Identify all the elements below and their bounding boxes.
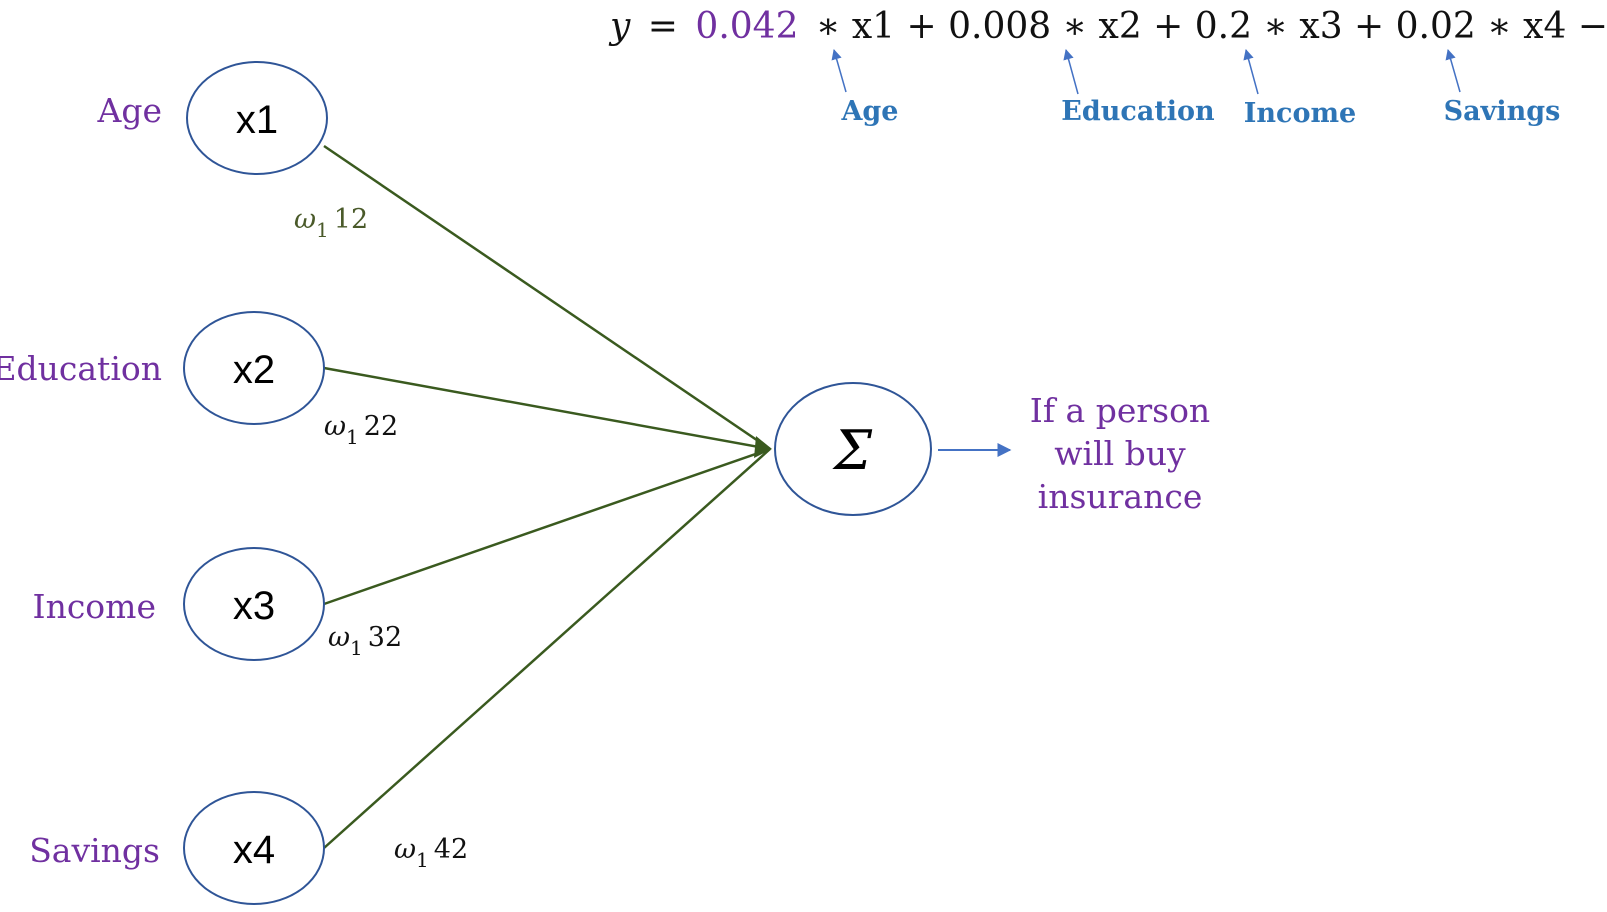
output-label: If a person will buy insurance <box>1030 391 1210 516</box>
equation-rest: ∗ x1 + 0.008 ∗ x2 + 0.2 ∗ x3 + 0.02 ∗ x4… <box>816 6 1607 47</box>
equation-lhs: y <box>608 6 631 47</box>
sigma-symbol: Σ <box>832 419 873 482</box>
equation-annotations: Age Education Income Savings <box>831 48 1561 129</box>
edge-x3 <box>323 447 771 606</box>
annotation-arrow-savings <box>1445 48 1461 93</box>
annotation-education: Education <box>1061 96 1215 127</box>
node-label-x1: x1 <box>236 98 278 142</box>
equation: y = 0.042 ∗ x1 + 0.008 ∗ x2 + 0.2 ∗ x3 +… <box>608 6 1607 47</box>
node-label-x3: x3 <box>233 584 275 628</box>
output-line-1: If a person <box>1030 391 1210 430</box>
edge-x1 <box>323 144 771 451</box>
annotation-arrow-age <box>831 48 847 93</box>
equation-equals: = <box>648 6 678 47</box>
annotation-income: Income <box>1244 98 1356 129</box>
input-node-x3: x3 <box>183 547 325 661</box>
edge-x4 <box>323 448 771 849</box>
node-label-x4: x4 <box>233 828 275 872</box>
annotation-savings: Savings <box>1444 96 1561 127</box>
output-line-3: insurance <box>1038 477 1203 516</box>
input-node-x2: x2 <box>183 311 325 425</box>
edge-x2 <box>323 366 771 451</box>
edge-arrowhead <box>754 436 772 458</box>
feature-label-age: Age <box>97 91 163 130</box>
annotation-arrow-education <box>1063 48 1079 95</box>
node-label-x2: x2 <box>233 348 275 392</box>
feature-label-education: Education <box>0 349 162 388</box>
annotation-arrow-income <box>1243 48 1259 95</box>
input-node-x1: x1 <box>186 61 328 175</box>
feature-label-income: Income <box>33 587 156 626</box>
svg-text:y = 0.042 ∗: y = 0.042 ∗ x1 + 0.008 ∗ x2 + 0.2 ∗ x3 +… <box>608 6 1607 47</box>
annotation-age: Age <box>840 96 898 127</box>
output-line-2: will buy <box>1054 434 1186 473</box>
feature-label-savings: Savings <box>29 831 160 870</box>
edges <box>323 144 772 849</box>
input-node-x4: x4 <box>183 791 325 905</box>
feature-labels: Age Education Income Savings <box>0 91 162 870</box>
sum-node: Σ <box>774 382 932 516</box>
equation-coef-age: 0.042 <box>695 6 798 47</box>
